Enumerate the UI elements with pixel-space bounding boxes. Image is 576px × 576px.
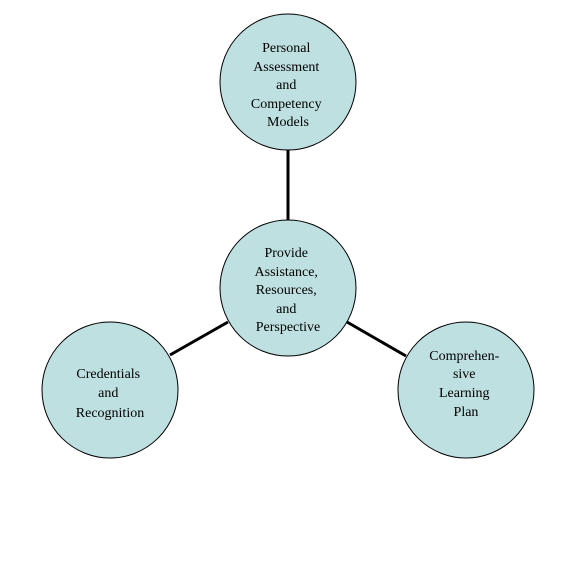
node-label-line: Personal <box>262 41 310 56</box>
node-personal-assessment: Personal Assessment and Competency Model… <box>219 13 357 151</box>
node-label-line: Competency <box>251 97 322 112</box>
node-label-line: Credentials <box>76 367 140 382</box>
node-label-left: Credentials and Recognition <box>76 367 144 421</box>
node-label-line: Assessment <box>253 60 319 75</box>
node-credentials: Credentials and Recognition <box>41 321 179 459</box>
node-label-line: Learning <box>439 386 490 401</box>
node-label-line: sive <box>453 367 476 382</box>
node-provide-assistance: Provide Assistance, Resources, and Persp… <box>219 219 357 357</box>
node-label-line: Recognition <box>76 406 144 421</box>
node-learning-plan: Comprehen- sive Learning Plan <box>397 321 535 459</box>
node-label-center: Provide Assistance, Resources, and Persp… <box>255 246 322 335</box>
node-label-line: and <box>98 386 118 401</box>
connector-left <box>169 320 229 357</box>
node-label-line: Plan <box>454 405 479 420</box>
node-label-top: Personal Assessment and Competency Model… <box>251 41 325 130</box>
node-label-line: and <box>276 302 296 317</box>
node-label-line: Perspective <box>256 320 321 335</box>
node-label-line: and <box>276 78 296 93</box>
node-label-line: Assistance, <box>255 265 318 280</box>
node-label-line: Provide <box>264 246 308 261</box>
connector-right <box>346 320 407 358</box>
node-circle-right <box>397 321 535 459</box>
node-circle-top <box>219 13 357 151</box>
node-circle-center <box>219 219 357 357</box>
node-circle-left <box>41 321 179 459</box>
node-label-right: Comprehen- sive Learning Plan <box>429 349 502 420</box>
node-label-line: Models <box>267 115 309 130</box>
node-label-line: Comprehen- <box>429 349 499 364</box>
node-label-line: Resources, <box>256 283 317 298</box>
